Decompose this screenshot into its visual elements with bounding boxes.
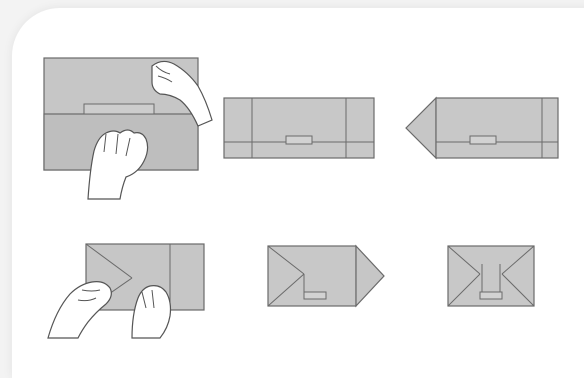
step-6-figure xyxy=(444,242,540,312)
slot-marker xyxy=(480,292,502,299)
sheet xyxy=(436,98,558,158)
step-4-figure xyxy=(42,240,212,340)
step-2-figure xyxy=(220,94,380,164)
step-3-figure xyxy=(402,94,564,164)
sheet xyxy=(224,98,374,158)
step-5-figure xyxy=(264,242,389,312)
slot-marker xyxy=(304,292,326,299)
point-flap xyxy=(356,246,384,306)
step-1-figure xyxy=(40,54,215,199)
slot-marker xyxy=(84,104,154,114)
point-flap xyxy=(406,98,436,158)
slot-marker xyxy=(286,136,312,144)
slot-marker xyxy=(470,136,496,144)
